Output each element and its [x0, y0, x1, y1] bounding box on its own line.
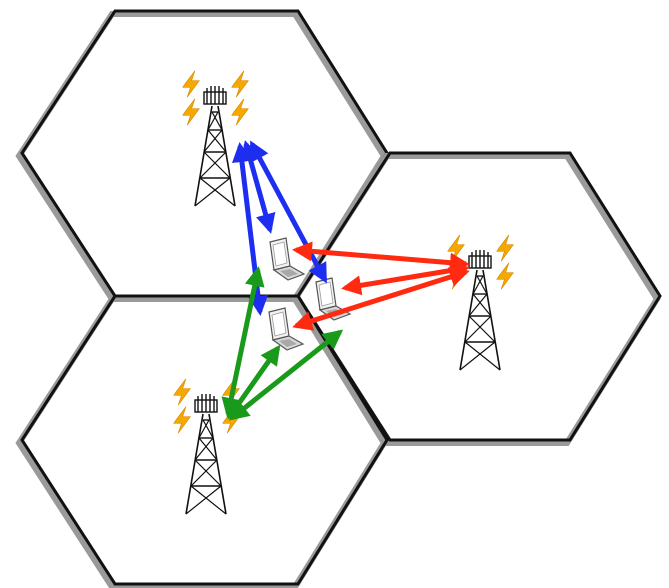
cell-tower-icon — [183, 71, 249, 206]
red-links — [292, 241, 470, 331]
green-links — [221, 266, 344, 421]
cell-tower-icon — [448, 235, 514, 370]
laptop-icon — [269, 237, 305, 281]
laptop-icon — [268, 307, 304, 351]
hex-cell-right — [291, 151, 662, 446]
